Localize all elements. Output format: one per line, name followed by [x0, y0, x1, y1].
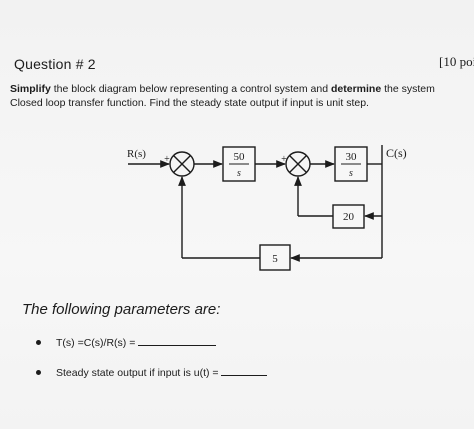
list-item: T(s) =C(s)/R(s) = — [36, 336, 267, 366]
input-label: R(s) — [127, 148, 146, 160]
block-1-numerator: 50 — [234, 151, 246, 163]
block-1-denominator: s — [237, 168, 241, 179]
instructions-line-2: Closed loop transfer function. Find the … — [10, 97, 369, 109]
bullet-icon — [36, 340, 41, 345]
junction-1-minus-sign: − — [179, 178, 185, 190]
instructions-line-1: Simplify the block diagram below represe… — [10, 82, 460, 96]
feedback-block-5-label: 5 — [272, 253, 278, 265]
list-item: Steady state output if input is u(t) = — [36, 366, 268, 396]
steady-state-label: Steady state output if input is u(t) = — [56, 367, 222, 379]
feedback-block-20-label: 20 — [343, 211, 355, 223]
block-2-numerator: 30 — [346, 151, 358, 163]
parameters-heading: The following parameters are: — [22, 301, 221, 318]
transfer-function-label: T(s) =C(s)/R(s) = — [56, 337, 139, 349]
bullet-icon — [36, 370, 41, 375]
points-label: [10 poi — [439, 54, 474, 69]
instructions-text-1: the block diagram below representing a c… — [50, 83, 331, 95]
junction-2-minus-sign: − — [295, 178, 301, 190]
transfer-function-answer-blank[interactable] — [138, 336, 217, 346]
simplify-keyword: Simplify — [10, 83, 51, 95]
output-label: C(s) — [386, 146, 407, 160]
instructions-text-2: the system — [381, 83, 435, 95]
steady-state-answer-blank[interactable] — [221, 366, 268, 376]
junction-2-plus-sign: + — [281, 154, 287, 165]
feedback-block-5 — [259, 244, 291, 271]
parameters-list: T(s) =C(s)/R(s) = Steady state output if… — [36, 336, 268, 396]
determine-keyword: determine — [331, 83, 382, 95]
block-2-denominator: s — [349, 168, 353, 179]
question-title: Question # 2 — [14, 56, 96, 72]
block-diagram: R(s) C(s) 50 s 30 s 20 5 + − + − — [127, 145, 407, 271]
junction-1-plus-sign: + — [164, 154, 170, 165]
question-instructions: Simplify the block diagram below represe… — [10, 82, 460, 110]
